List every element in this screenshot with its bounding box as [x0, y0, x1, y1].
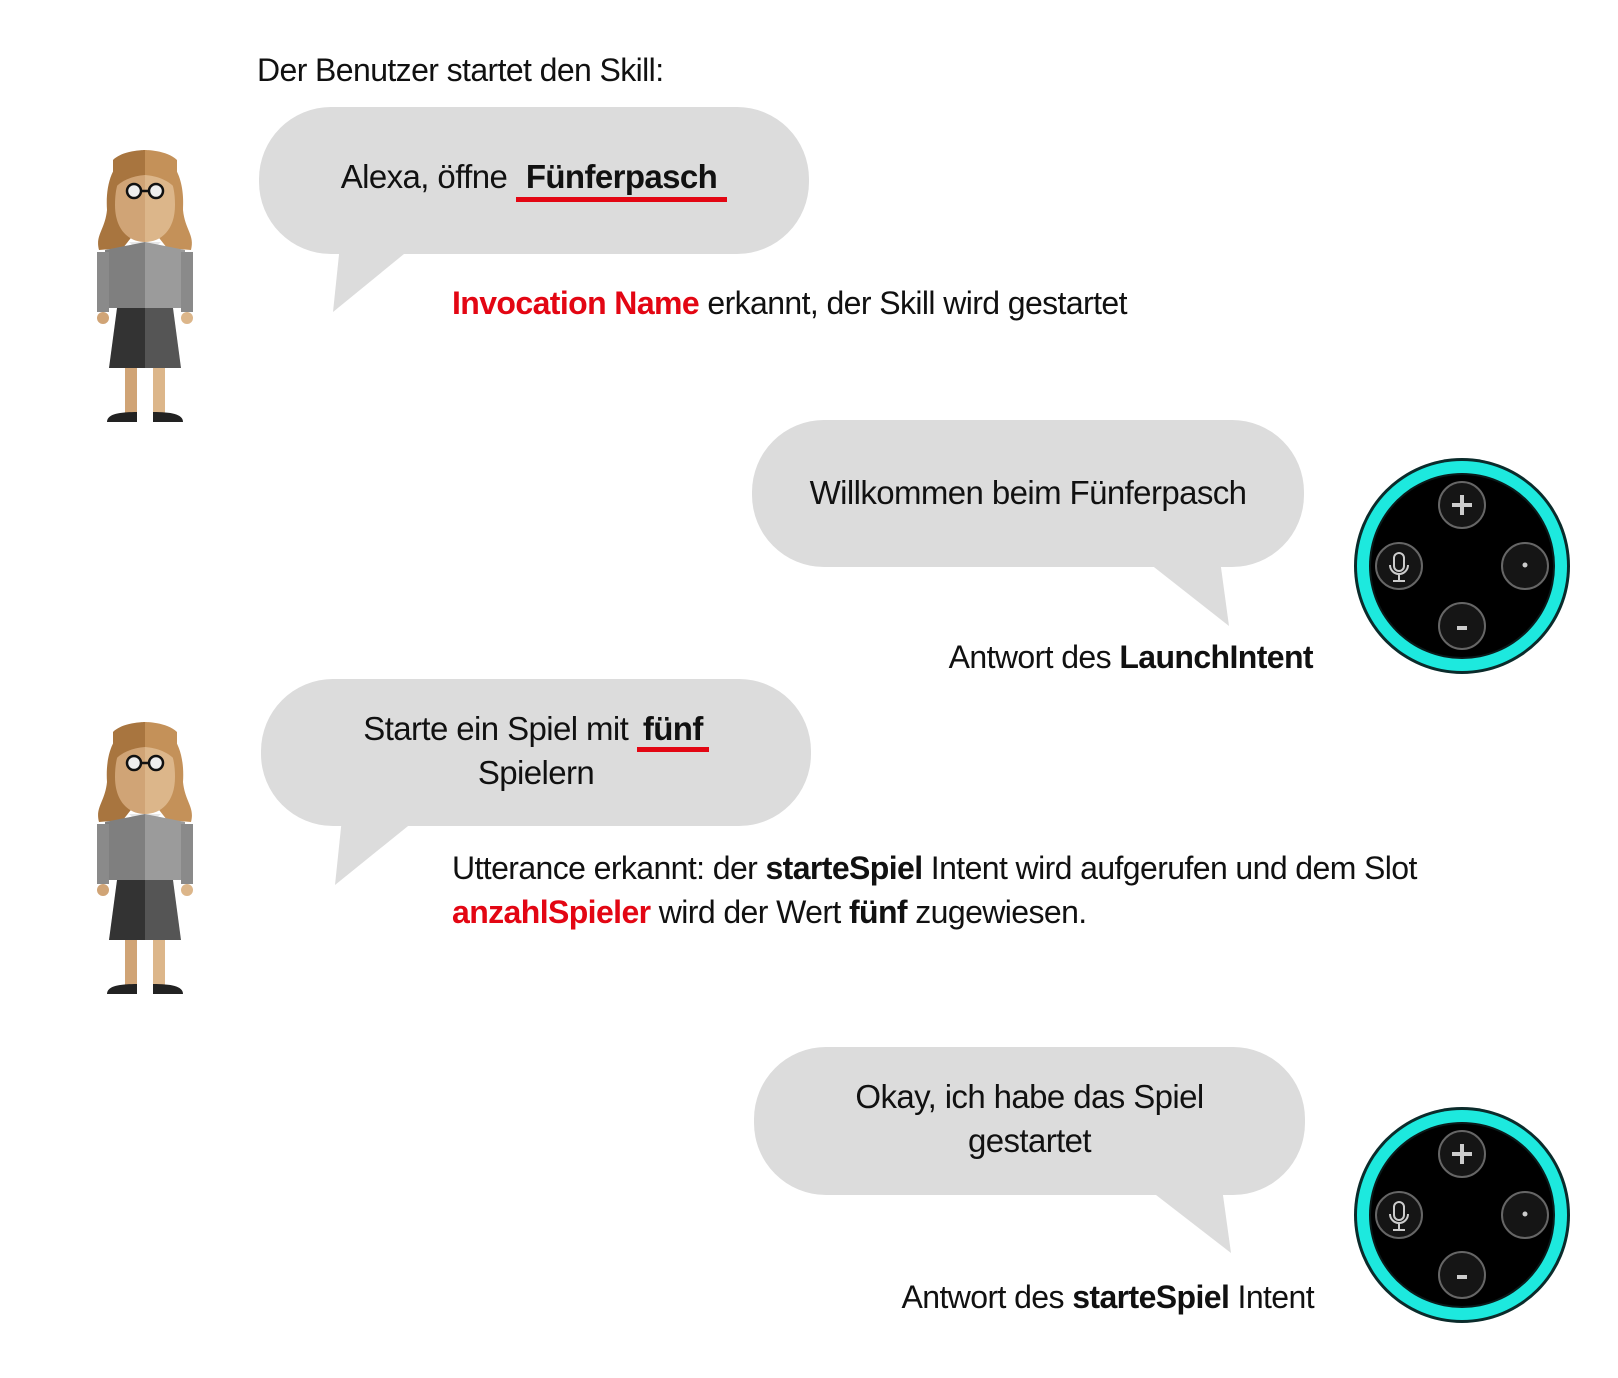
volume-up-icon	[1438, 481, 1486, 529]
note-text: Antwort des	[901, 1279, 1073, 1315]
intent-name: LaunchIntent	[1119, 639, 1313, 675]
slot-keyword: fünf	[636, 710, 709, 752]
intro-text: Der Benutzer startet den Skill:	[257, 52, 664, 88]
note-text: Utterance erkannt: der	[452, 850, 766, 886]
bubble-text: Starte ein Spiel mit	[363, 710, 637, 747]
invocation-note: Invocation Name erkannt, der Skill wird …	[452, 281, 1127, 325]
intent-name: starteSpiel	[765, 850, 923, 886]
note-text: erkannt, der Skill wird gestartet	[699, 285, 1127, 321]
user-avatar	[97, 150, 193, 422]
bubble-text: gestartet	[967, 1122, 1092, 1159]
launch-response-note: Antwort des LaunchIntent	[948, 635, 1314, 679]
echo-dot-device	[1354, 458, 1570, 674]
utterance-note: Utterance erkannt: der starteSpiel Inten…	[452, 846, 1417, 934]
note-text: Intent	[1229, 1279, 1315, 1315]
startespiel-response-note: Antwort des starteSpiel Intent	[901, 1275, 1315, 1319]
microphone-icon	[1375, 542, 1423, 590]
bubble-text: Alexa, öffne	[340, 158, 516, 195]
invocation-label: Invocation Name	[452, 285, 700, 321]
note-text: zugewiesen.	[906, 894, 1087, 930]
bubble-text: Okay, ich habe das Spiel	[855, 1078, 1204, 1115]
note-text: Antwort des	[948, 639, 1120, 675]
bubble-tail	[333, 245, 1231, 1253]
action-button-icon	[1501, 542, 1549, 590]
user-speech-bubble: Alexa, öffne Fünferpasch	[259, 107, 809, 254]
echo-dot-device	[1352, 1105, 1572, 1325]
note-text: wird der Wert	[650, 894, 849, 930]
user-speech-bubble: Starte ein Spiel mit fünf Spielern	[261, 679, 811, 826]
volume-down-icon	[1438, 602, 1486, 650]
user-avatar	[95, 720, 195, 996]
intent-name: starteSpiel	[1072, 1279, 1230, 1315]
invocation-keyword: Fünferpasch	[515, 158, 728, 202]
alexa-speech-bubble: Willkommen beim Fünferpasch	[752, 420, 1304, 567]
bubble-text: Spielern	[477, 754, 595, 791]
slot-value: fünf	[848, 894, 908, 930]
alexa-speech-bubble: Okay, ich habe das Spiel gestartet	[754, 1047, 1305, 1195]
note-text: Intent wird aufgerufen und dem Slot	[922, 850, 1418, 886]
slot-name: anzahlSpieler	[452, 894, 651, 930]
bubble-text: Willkommen beim Fünferpasch	[809, 474, 1247, 511]
